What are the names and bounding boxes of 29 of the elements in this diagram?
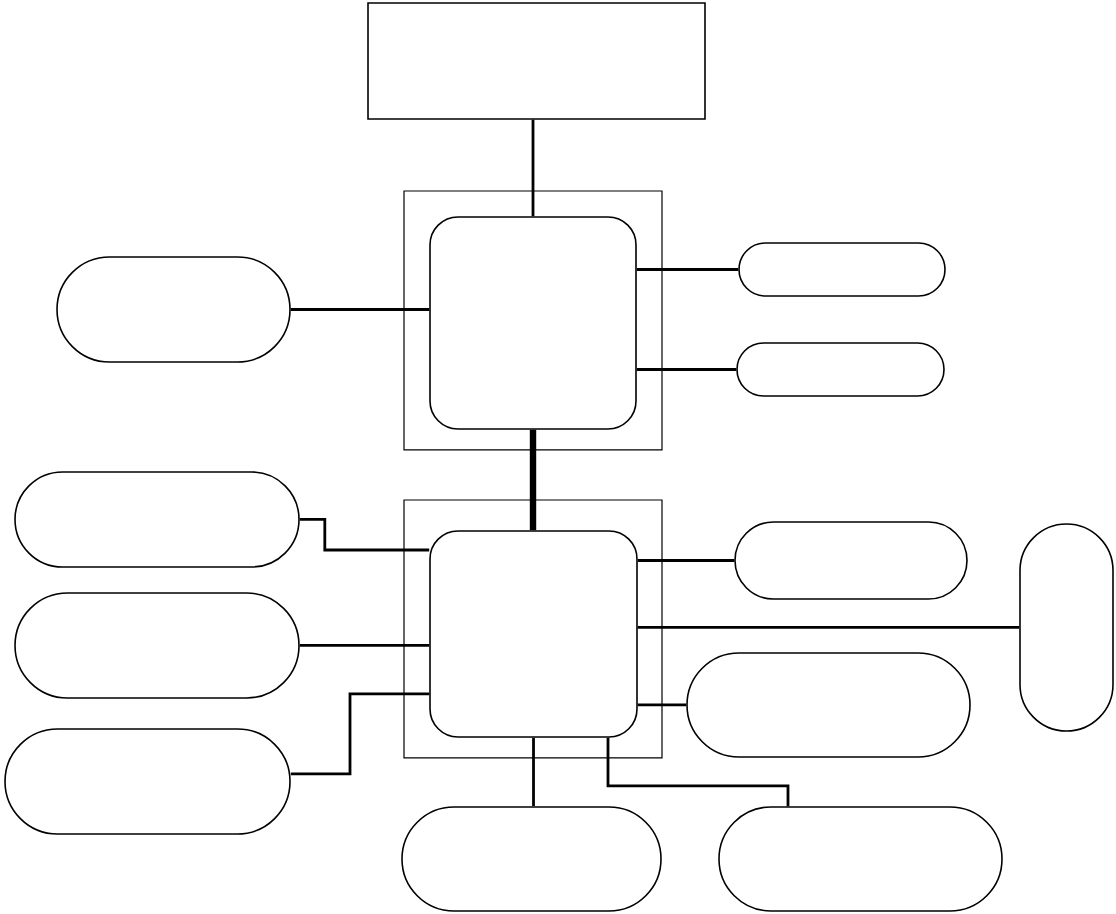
connector-line <box>529 429 537 531</box>
pill-box <box>4 728 291 835</box>
pill-box <box>734 521 968 600</box>
connector-line <box>290 308 430 311</box>
pill-box <box>1019 523 1114 732</box>
pill-box <box>736 342 945 397</box>
pill-box <box>718 806 1003 912</box>
connector-line <box>532 737 535 807</box>
pill-box <box>56 256 291 363</box>
pill-box <box>401 806 662 912</box>
connector-line <box>299 518 430 552</box>
pill-box <box>738 242 946 297</box>
pill-box <box>14 471 300 568</box>
frame <box>403 499 663 759</box>
connector-line <box>637 626 1020 629</box>
rectangle-box <box>367 2 706 120</box>
connector-line <box>606 737 790 807</box>
connector-line <box>299 644 430 647</box>
rounded-box <box>429 216 637 430</box>
frame <box>403 190 663 451</box>
connector-line <box>637 703 687 707</box>
connector-line <box>290 692 430 776</box>
pill-box <box>686 652 971 758</box>
rounded-box <box>429 530 638 738</box>
pill-box <box>14 592 300 699</box>
connector-line <box>636 368 737 371</box>
connector-line <box>636 268 739 271</box>
connector-line <box>637 559 735 562</box>
connector-line <box>531 119 535 217</box>
